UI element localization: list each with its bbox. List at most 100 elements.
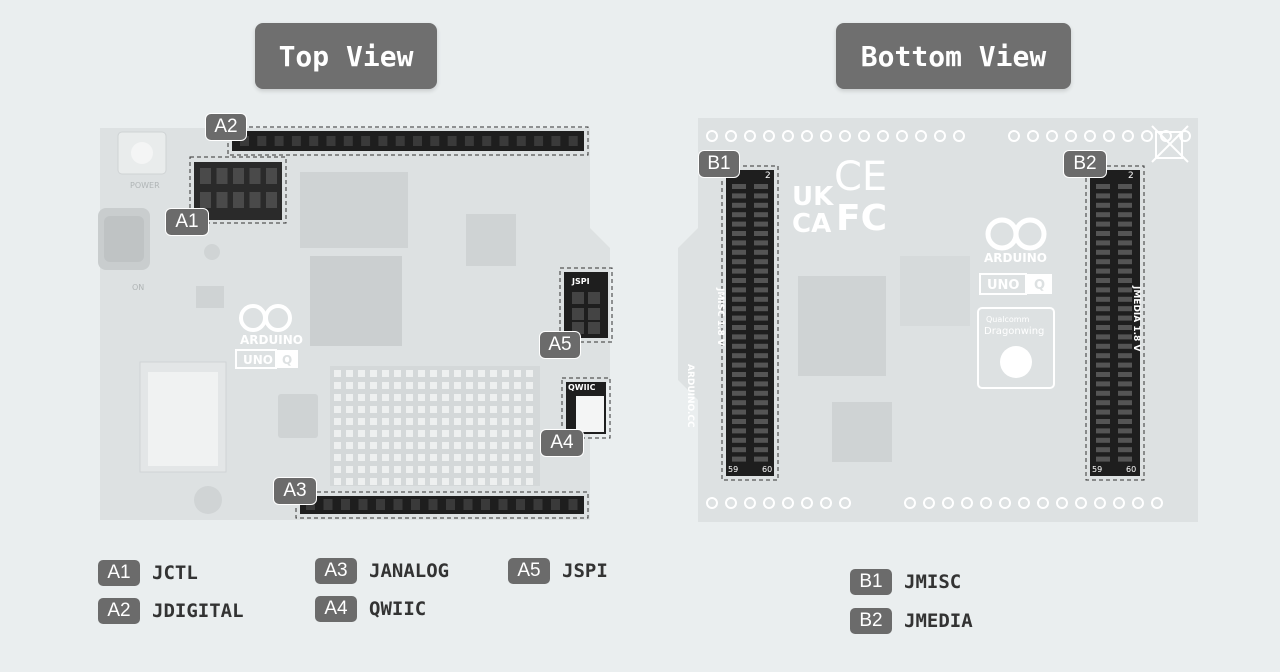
header-hole [980,497,992,509]
connector-pin [754,278,768,283]
brand-label: ARDUINO [240,333,303,347]
heatsink-fin [466,382,473,389]
heatsink-fin [466,442,473,449]
heatsink-fin [526,418,533,425]
header-hole [999,497,1011,509]
heatsink-fin [478,430,485,437]
legend-a2: A2 JDIGITAL [98,598,244,624]
heatsink-fin [478,370,485,377]
heatsink-fin [442,454,449,461]
header-hole [1065,130,1077,142]
header-pin [533,499,543,510]
header-pin [200,192,211,208]
connector-pin [1096,456,1110,462]
heatsink-fin [526,454,533,461]
heatsink-fin [454,418,461,425]
connector-pin [732,315,746,321]
header-pin [428,499,438,510]
callout-b2: B2 [1063,150,1107,178]
heatsink-fin [454,382,461,389]
header-pin [249,192,261,208]
heatsink-fin [478,382,485,389]
heatsink-fin [334,442,341,449]
heatsink-fin [490,478,497,485]
header-pin [395,136,405,146]
header-hole [839,130,851,142]
connector-pin [732,437,746,443]
connector-pin [754,249,768,255]
connector-pin [1096,306,1110,312]
header-pin [343,136,353,146]
connector-pin [1118,447,1132,453]
connector-pin [754,193,768,199]
heatsink-fin [334,466,341,473]
connector-pin [754,400,768,406]
heatsink-fin [358,442,365,449]
header-hole [725,130,737,142]
heatsink-fin [346,394,353,401]
legend-label: JSPI [562,560,608,582]
connector-pin [754,409,768,415]
heatsink-fin [418,478,425,485]
connector-pin [1118,221,1132,227]
connector-pin [754,428,768,434]
heatsink-fin [394,370,401,377]
heatsink-fin [406,454,413,461]
heatsink-fin [406,430,413,437]
heatsink-fin [490,466,497,473]
ukca-top: UK [792,182,834,212]
connector-pin [1096,353,1110,359]
connector-pin [1096,428,1110,434]
header-hole [1056,497,1068,509]
jspi-label: JSPI [571,277,590,286]
header-hole [942,497,954,509]
connector-pin [1118,193,1132,199]
header-hole [953,130,965,142]
heatsink-fin [466,406,473,413]
legend-badge: A3 [315,558,357,584]
heatsink-fin [418,370,425,377]
jmedia-pin-59: 59 [1092,465,1102,474]
heatsink-fin [346,478,353,485]
connector-pin [754,456,768,462]
heatsink-fin [358,454,365,461]
heatsink-fin [334,406,341,413]
header-hole [923,497,935,509]
connector-pin [1096,390,1110,396]
header-pin [393,499,403,510]
heatsink-fin [394,418,401,425]
header-pin [481,499,490,510]
connector-pin [754,315,768,321]
heatsink-fin [466,430,473,437]
connector-pin [1118,231,1132,236]
callout-a3: A3 [273,477,317,505]
connector-pin [1118,428,1132,434]
connector-pin [732,193,746,199]
heatsink-fin [442,382,449,389]
on-label: ON [132,283,144,292]
heatsink-fin [478,478,485,485]
uno-label: UNO [243,353,273,367]
header-hole [934,130,946,142]
bottom-view-title: Bottom View [836,23,1071,89]
connector-pin [754,268,768,274]
heatsink-fin [430,394,437,401]
header-pin [568,136,578,146]
heatsink-fin [526,466,533,473]
heatsink-fin [478,406,485,413]
connector-pin [732,343,746,349]
heatsink-fin [394,442,401,449]
header-hole [1151,497,1163,509]
header-pin [413,136,422,146]
heatsink-fin [526,370,533,377]
header-hole [1027,130,1039,142]
heatsink-fin [346,430,353,437]
connector-pin [1118,296,1132,302]
heatsink-fin [370,442,377,449]
connector-pin [1096,296,1110,302]
header-hole [904,497,916,509]
connector-pin [1118,202,1132,208]
heatsink-fin [514,454,521,461]
heatsink-fin [466,418,473,425]
connector-pin [1096,409,1110,415]
